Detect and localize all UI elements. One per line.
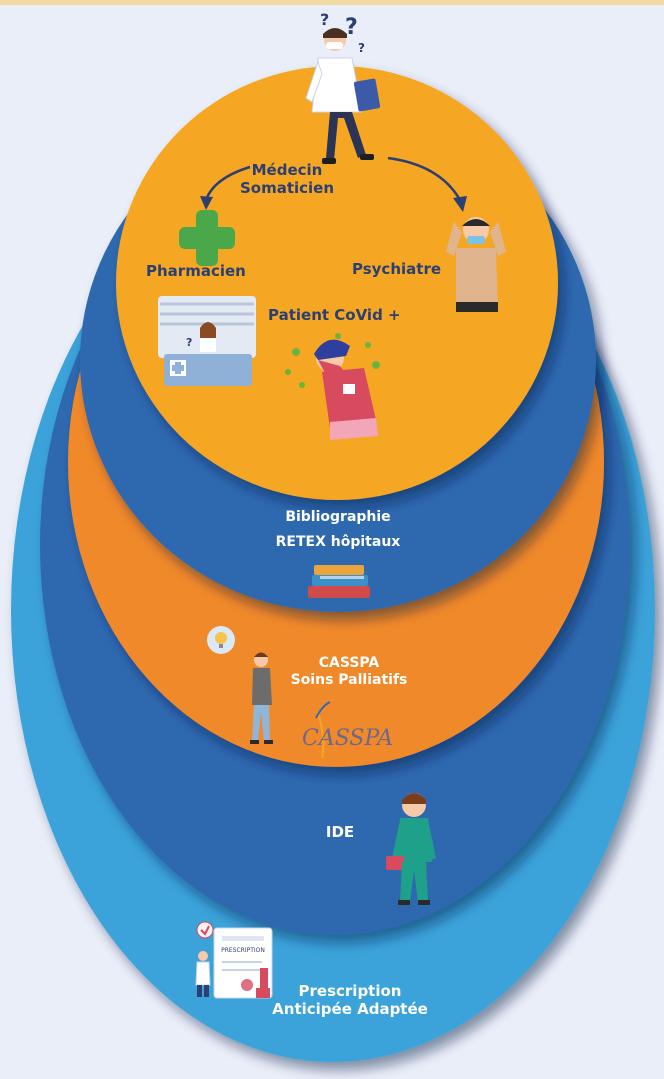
doctor-icon: ? ? ? (305, 10, 381, 164)
anxious-person-icon (446, 217, 506, 312)
medecin-label: Médecin Somaticien (222, 161, 352, 197)
arrow-head-right (453, 196, 467, 212)
pharmacy-cross-icon (179, 210, 235, 266)
patient-label: Patient CoVid + (268, 306, 401, 324)
arrow-head-left (200, 196, 213, 210)
arrow-to-pharmacien (204, 165, 251, 201)
arrow-to-psychiatre (387, 156, 462, 201)
bibliographie-label: Bibliographie RETEX hôpitaux (238, 505, 438, 554)
psychiatre-label: Psychiatre (352, 260, 442, 278)
pharmacy-counter-icon: ? (158, 296, 256, 386)
bibliographie-line-2: RETEX hôpitaux (275, 533, 401, 550)
coughing-patient-icon (285, 333, 380, 440)
prescription-line-2: Anticipée Adaptée (272, 1000, 428, 1018)
medecin-line-2: Somaticien (239, 179, 335, 197)
casspa-label: CASSPA Soins Palliatifs (264, 655, 434, 689)
thinking-person-icon (207, 626, 273, 744)
svg-text:?: ? (186, 336, 192, 349)
pharmacien-label: Pharmacien (146, 262, 246, 280)
svg-text:PRESCRIPTION: PRESCRIPTION (221, 947, 265, 954)
prescription-label: Prescription Anticipée Adaptée (255, 982, 445, 1018)
medecin-line-1: Médecin (251, 161, 323, 179)
bibliographie-line-1: Bibliographie (285, 509, 391, 525)
casspa-line-1: CASSPA (318, 655, 380, 671)
ide-label: IDE (325, 823, 355, 841)
casspa-line-2: Soins Palliatifs (290, 671, 408, 688)
layer-core-circle (116, 66, 558, 500)
prescription-line-1: Prescription (298, 982, 402, 1000)
top-border (0, 0, 664, 5)
casspa-logo: CASSPA (302, 701, 393, 759)
svg-text:?: ? (320, 10, 329, 29)
books-icon (308, 565, 370, 598)
nurse-icon (386, 793, 436, 905)
prescription-icon: PRESCRIPTION (195, 921, 273, 999)
svg-text:?: ? (358, 41, 365, 55)
casspa-logo-text: CASSPA (302, 726, 393, 751)
svg-text:?: ? (345, 15, 358, 40)
